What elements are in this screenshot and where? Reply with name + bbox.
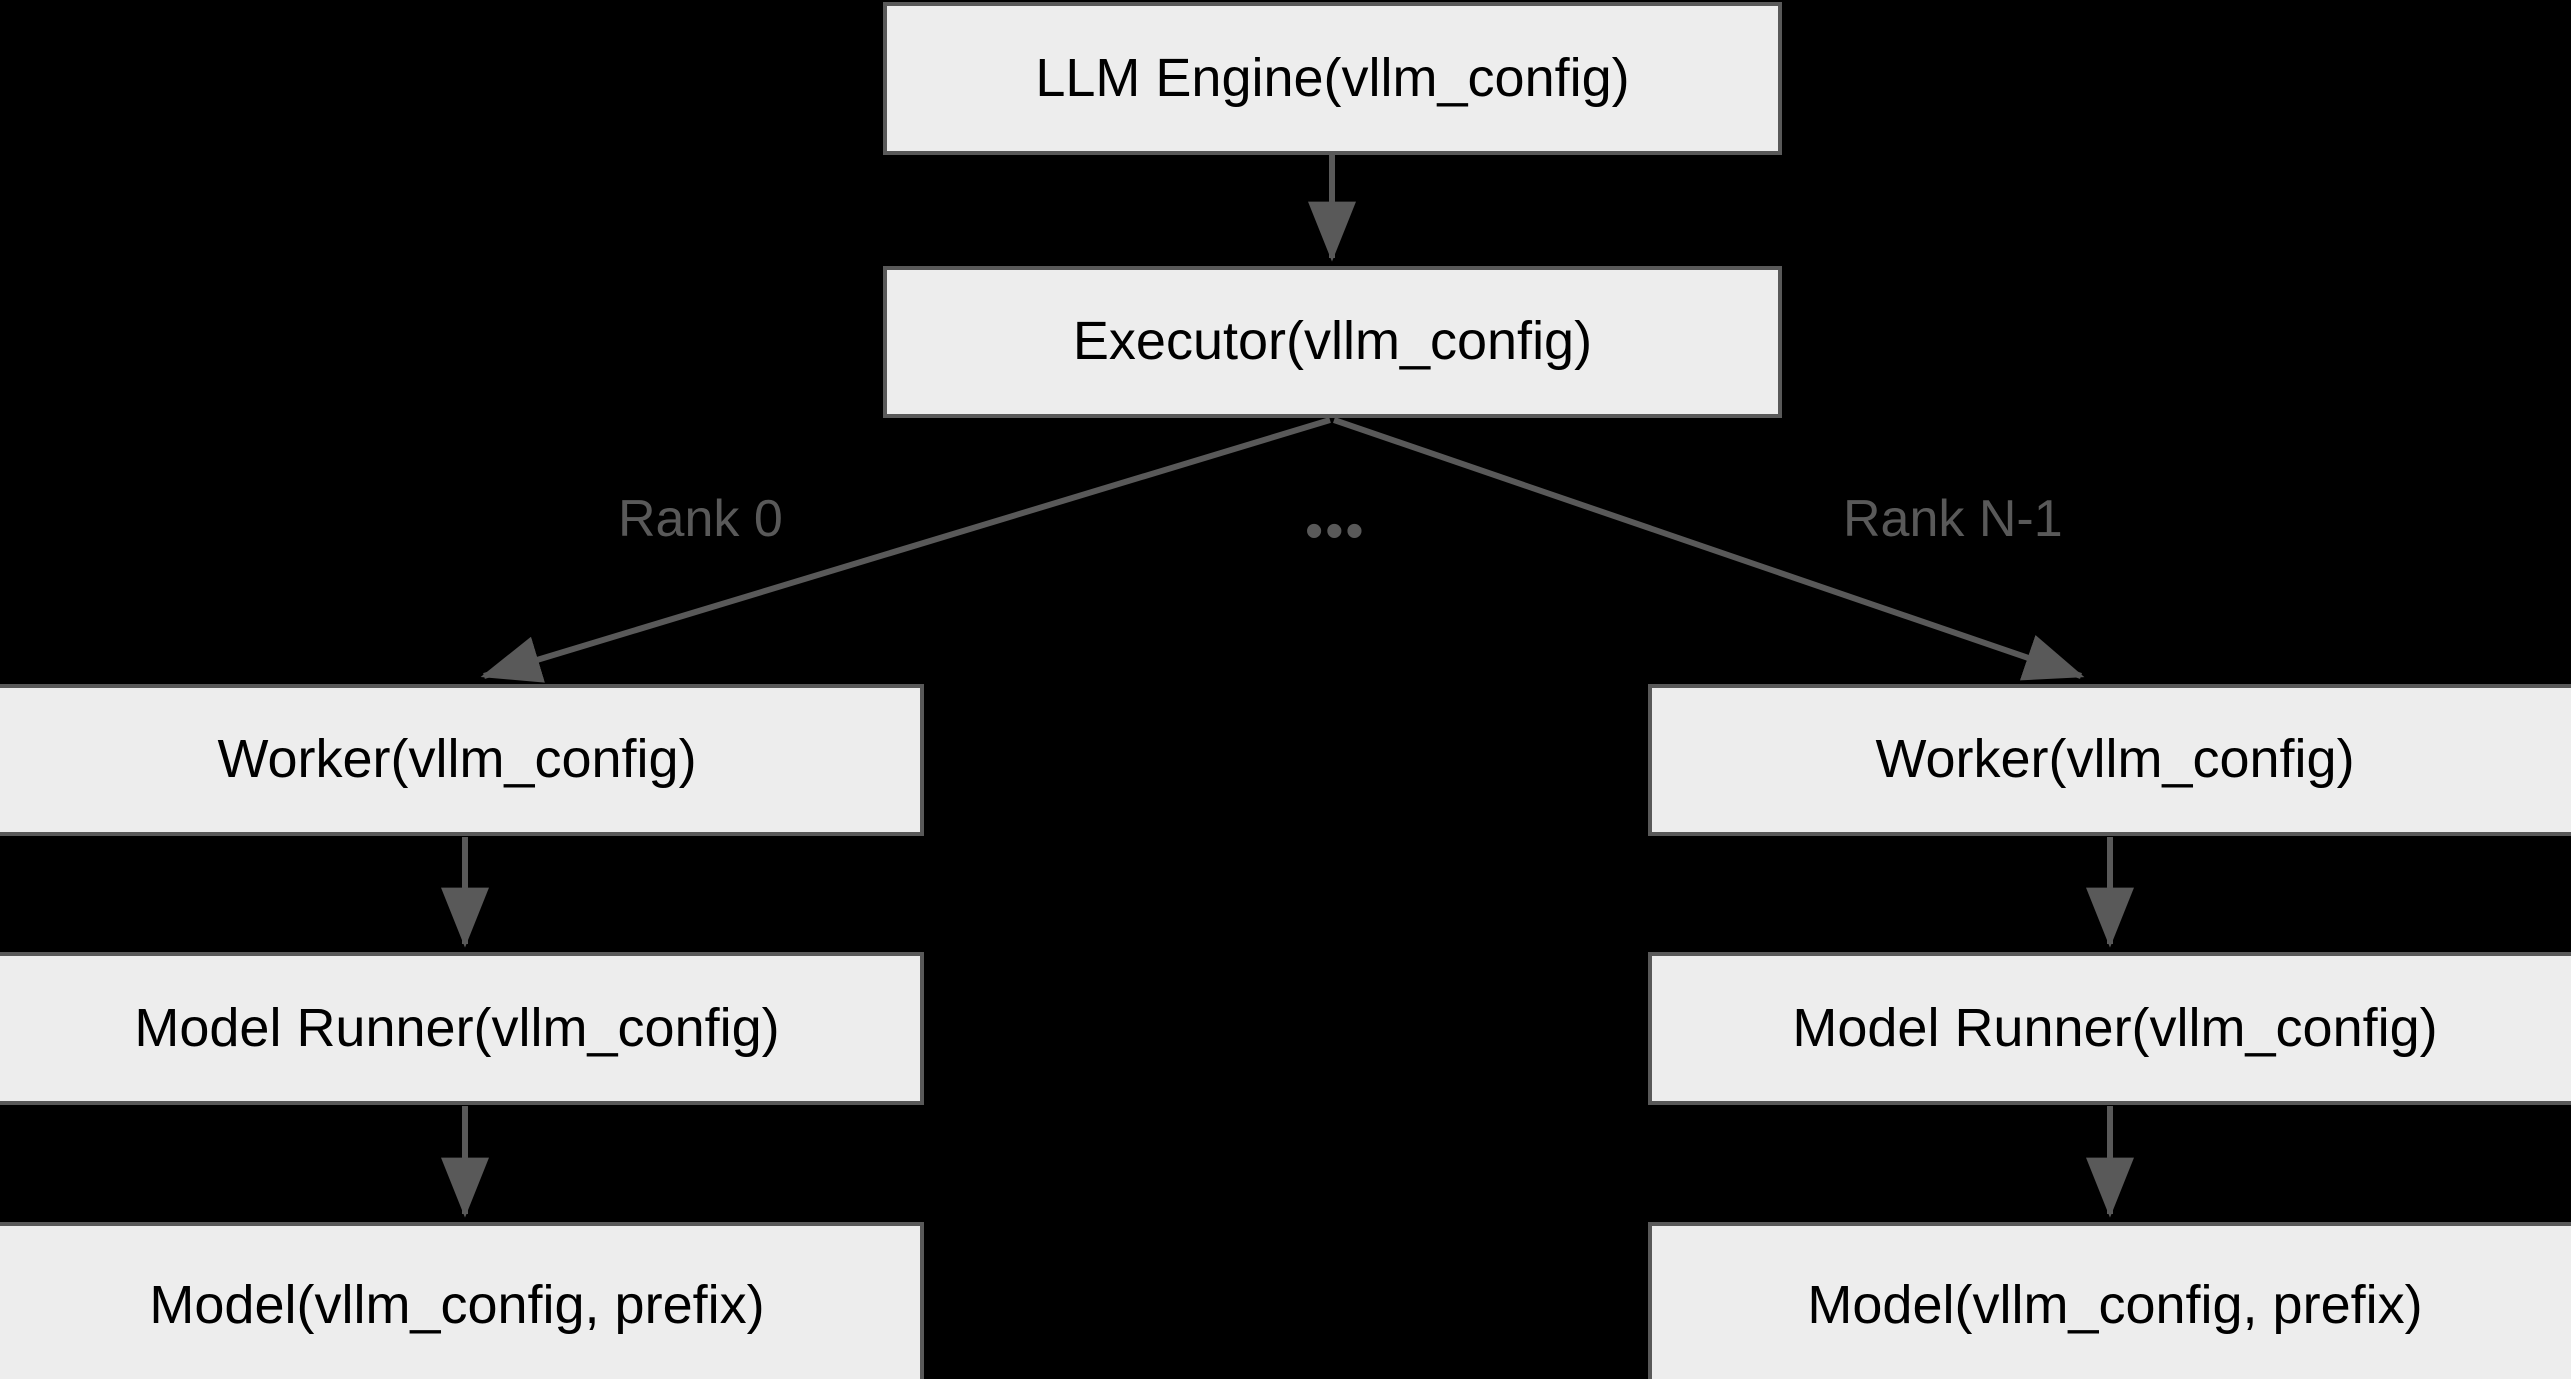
node-model-runner-rank-n-minus-1-label: Model Runner(vllm_config) bbox=[1792, 997, 2438, 1058]
node-model-runner-rank-n-minus-1[interactable]: Model Runner(vllm_config) bbox=[1648, 952, 2571, 1105]
ellipsis-label: ••• bbox=[1305, 502, 1366, 560]
node-executor[interactable]: Executor(vllm_config) bbox=[883, 266, 1782, 418]
node-model-runner-rank0-label: Model Runner(vllm_config) bbox=[134, 997, 780, 1058]
edge-executor-to-worker-rankn bbox=[1333, 417, 2085, 681]
edge-label-rank-n-minus-1: Rank N-1 bbox=[1843, 490, 2063, 548]
node-llm-engine-label: LLM Engine(vllm_config) bbox=[1035, 47, 1630, 108]
node-executor-label: Executor(vllm_config) bbox=[1072, 311, 1593, 372]
node-worker-rank0[interactable]: Worker(vllm_config) bbox=[0, 684, 924, 836]
node-model-rank0[interactable]: Model(vllm_config, prefix) bbox=[0, 1222, 924, 1379]
node-worker-rank-n-minus-1[interactable]: Worker(vllm_config) bbox=[1648, 684, 2571, 836]
node-model-rank-n-minus-1[interactable]: Model(vllm_config, prefix) bbox=[1648, 1222, 2571, 1379]
edge-executor-to-worker-rank0 bbox=[480, 417, 1331, 683]
node-llm-engine[interactable]: LLM Engine(vllm_config) bbox=[883, 2, 1782, 155]
node-model-rank0-label: Model(vllm_config, prefix) bbox=[149, 1274, 765, 1335]
node-worker-rank0-label: Worker(vllm_config) bbox=[217, 729, 697, 790]
node-model-runner-rank0[interactable]: Model Runner(vllm_config) bbox=[0, 952, 924, 1105]
node-model-rank-n-minus-1-label: Model(vllm_config, prefix) bbox=[1807, 1274, 2423, 1335]
node-worker-rank-n-minus-1-label: Worker(vllm_config) bbox=[1875, 729, 2355, 790]
edge-label-rank-0: Rank 0 bbox=[618, 490, 783, 548]
